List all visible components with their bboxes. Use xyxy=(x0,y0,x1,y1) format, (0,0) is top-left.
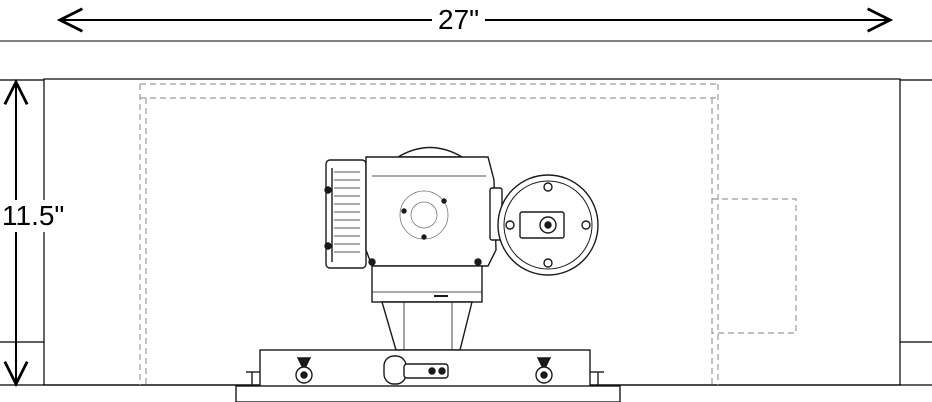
valve-actuator-drawing xyxy=(235,146,621,402)
height-dimension-label: 11.5" xyxy=(2,200,65,232)
dashed-inner-outline xyxy=(139,83,797,385)
width-dimension-label: 27" xyxy=(432,6,486,34)
